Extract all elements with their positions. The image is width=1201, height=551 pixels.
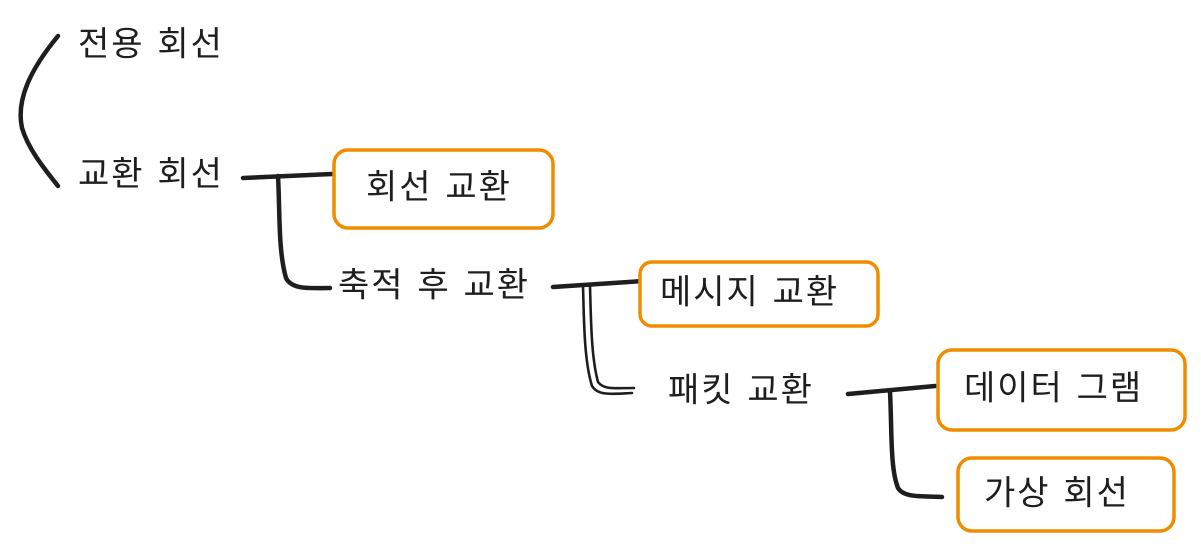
label-virtual-circuit: 가상 회선 xyxy=(984,474,1130,514)
root-bracket xyxy=(18,33,61,189)
box-message-switching xyxy=(638,260,880,328)
box-circuit-switching xyxy=(332,148,555,230)
label-store-and-forward: 축적 후 교환 xyxy=(338,266,530,306)
label-circuit-switching: 회선 교환 xyxy=(366,168,512,208)
label-datagram: 데이터 그램 xyxy=(964,369,1143,409)
label-switched-line: 교환 회선 xyxy=(78,155,224,195)
label-message-switching: 메시지 교환 xyxy=(660,273,839,313)
label-packet-switching: 패킷 교환 xyxy=(668,371,814,411)
box-datagram xyxy=(936,348,1187,432)
label-dedicated-line: 전용 회선 xyxy=(78,25,224,65)
connector-packet-switching xyxy=(845,383,945,500)
connector-switched-line xyxy=(240,171,335,291)
connector-store-and-forward xyxy=(550,278,646,396)
box-virtual-circuit xyxy=(956,456,1176,533)
